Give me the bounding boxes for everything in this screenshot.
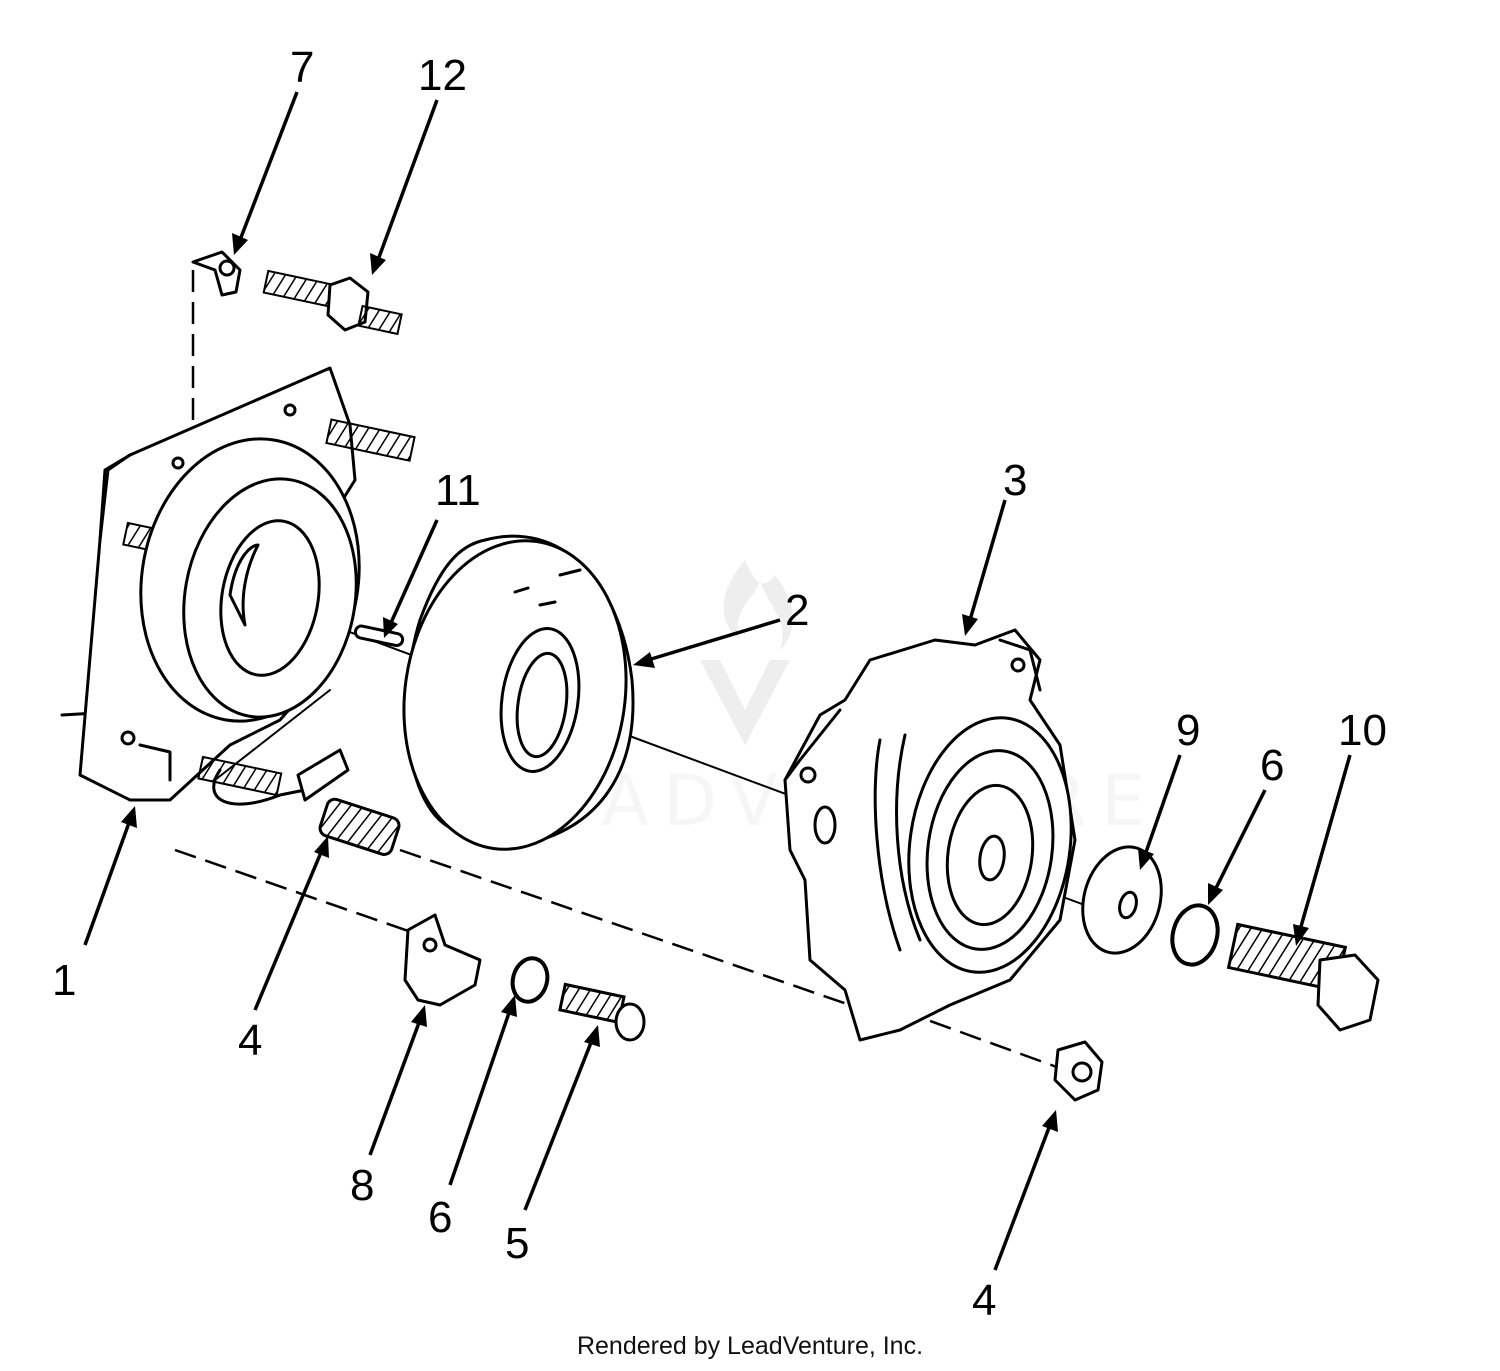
armature-disc — [402, 534, 635, 851]
callout-7-top: 7 — [290, 43, 314, 92]
cap-screw — [558, 982, 646, 1042]
lock-washer-lower — [510, 956, 550, 1004]
lock-washer-right — [1170, 903, 1220, 967]
callout-12: 12 — [418, 51, 467, 100]
field-coil-ring — [139, 437, 361, 723]
callout-10: 10 — [1338, 706, 1387, 755]
clip-bracket — [403, 913, 482, 1007]
hex-nut — [1053, 1040, 1104, 1102]
threaded-spacer — [318, 797, 401, 856]
flat-washer — [1081, 845, 1163, 955]
callout-4-bottom: 4 — [972, 1276, 996, 1325]
key-part — [353, 624, 405, 648]
callout-6-lower: 6 — [428, 1193, 452, 1242]
callout-2: 2 — [785, 586, 809, 635]
callout-11: 11 — [435, 466, 481, 515]
hex-bolt — [1226, 922, 1380, 1032]
callout-6-right: 6 — [1260, 741, 1284, 790]
adjusting-stud-assembly — [191, 250, 403, 336]
leader-arrows — [83, 91, 1352, 1271]
callout-labels: 7 12 11 3 2 9 6 10 1 4 8 6 5 4 — [52, 43, 1387, 1325]
callout-4-left: 4 — [238, 1016, 262, 1065]
footer-credit: Rendered by LeadVenture, Inc. — [576, 1332, 924, 1360]
callout-9: 9 — [1176, 706, 1200, 755]
callout-3: 3 — [1003, 456, 1027, 505]
wire-lead-connector — [212, 689, 350, 806]
callout-5: 5 — [505, 1219, 529, 1268]
pulley-housing — [783, 628, 1077, 1042]
callout-8: 8 — [350, 1161, 374, 1210]
callout-1: 1 — [52, 956, 76, 1005]
